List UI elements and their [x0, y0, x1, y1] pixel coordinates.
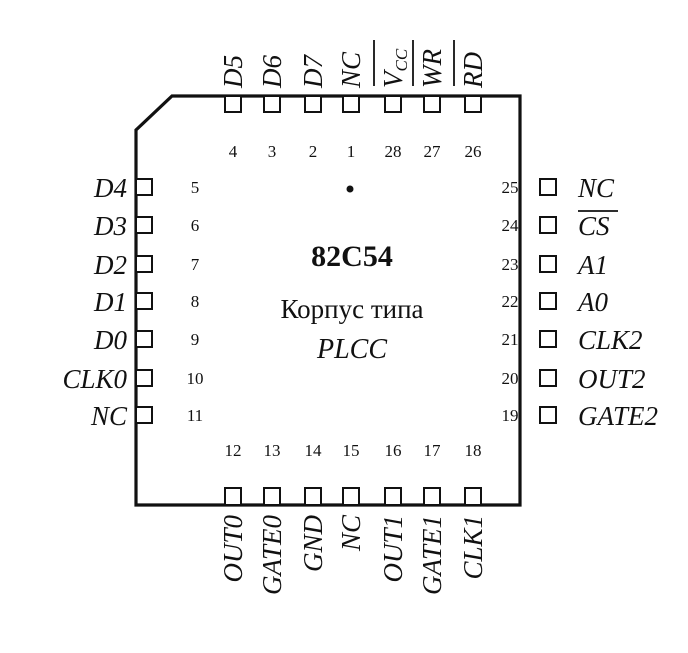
pad-left-pin-8 [135, 292, 153, 310]
pad-left-pin-9 [135, 330, 153, 348]
pin-label-d6-3: D6 [257, 55, 287, 89]
pin-number-10: 10 [187, 369, 204, 388]
pin-label-d4-5: D4 [93, 173, 127, 203]
pad-top-pin-28 [384, 95, 402, 113]
pin-number-3: 3 [268, 142, 277, 161]
pin-label-rd-26: RD [458, 52, 488, 89]
package-type: PLCC [316, 334, 387, 365]
pad-bottom-pin-17 [423, 487, 441, 506]
pin-number-24: 24 [502, 216, 520, 235]
pin-number-4: 4 [229, 142, 238, 161]
pin-number-26: 26 [465, 142, 482, 161]
pin-label-clk1-18: CLK1 [458, 515, 488, 580]
pad-top-pin-2 [304, 95, 322, 113]
pin-number-22: 22 [502, 292, 519, 311]
pad-right-pin-21 [539, 330, 557, 348]
pin-label-d5-4: D5 [218, 55, 248, 89]
pad-top-pin-1 [342, 95, 360, 113]
pad-right-pin-19 [539, 406, 557, 424]
pad-right-pin-20 [539, 369, 557, 387]
pad-bottom-pin-14 [304, 487, 322, 506]
pin-label-wr-27: WR [417, 49, 447, 88]
pin-number-28: 28 [385, 142, 402, 161]
pad-right-pin-25 [539, 178, 557, 196]
pin-number-21: 21 [502, 330, 519, 349]
pad-right-pin-24 [539, 216, 557, 234]
pin-number-19: 19 [502, 406, 519, 425]
pad-bottom-pin-16 [384, 487, 402, 506]
pin-number-14: 14 [305, 441, 323, 460]
pin-label-d0-9: D0 [93, 325, 127, 355]
pin-number-9: 9 [191, 330, 200, 349]
pin-label-a1-23: A1 [576, 250, 608, 280]
chip-title: 82C54 [311, 240, 393, 273]
pad-bottom-pin-13 [263, 487, 281, 506]
pin-label-a0-22: A0 [576, 287, 608, 317]
pin-label-out1-16: OUT1 [378, 515, 408, 583]
pad-left-pin-5 [135, 178, 153, 196]
pad-left-pin-11 [135, 406, 153, 424]
pin-label-nc-11: NC [90, 401, 128, 431]
pin-number-23: 23 [502, 255, 519, 274]
pin-number-18: 18 [465, 441, 482, 460]
pin-number-17: 17 [424, 441, 442, 460]
pin-label-gate0-13: GATE0 [257, 515, 287, 595]
pin-number-12: 12 [225, 441, 242, 460]
pad-right-pin-22 [539, 292, 557, 310]
pin-label-d1-8: D1 [93, 287, 127, 317]
pin-number-5: 5 [191, 178, 200, 197]
pad-left-pin-10 [135, 369, 153, 387]
pin-label-gate1-17: GATE1 [417, 515, 447, 595]
pin-number-1: 1 [347, 142, 356, 161]
pin-number-13: 13 [264, 441, 281, 460]
pad-top-pin-26 [464, 95, 482, 113]
pin-number-6: 6 [191, 216, 200, 235]
pin-label-clk2-21: CLK2 [578, 325, 643, 355]
pad-left-pin-6 [135, 216, 153, 234]
pad-top-pin-3 [263, 95, 281, 113]
pin-number-16: 16 [385, 441, 402, 460]
pin-label-d2-7: D2 [93, 250, 127, 280]
pin-number-20: 20 [502, 369, 519, 388]
pin-number-2: 2 [309, 142, 318, 161]
pins-layer: 4D53D62D71NC28VCC27WR26RD5D46D37D28D19D0… [62, 40, 658, 595]
pin-label-gnd-14: GND [298, 515, 328, 573]
pin-label-nc-15: NC [336, 514, 366, 552]
pin-label-d3-6: D3 [93, 211, 127, 241]
pad-bottom-pin-18 [464, 487, 482, 506]
pin-number-7: 7 [191, 255, 200, 274]
pin-label-nc-25: NC [577, 173, 615, 203]
pad-left-pin-7 [135, 255, 153, 273]
pad-top-pin-27 [423, 95, 441, 113]
pin-label-cs-24: CS [578, 211, 610, 241]
pin-label-gate2-19: GATE2 [578, 401, 658, 431]
pin-label-clk0-10: CLK0 [62, 364, 127, 394]
pin-label-d7-2: D7 [298, 54, 328, 89]
pin-label-out0-12: OUT0 [218, 515, 248, 583]
package-label: Корпус типа [280, 294, 423, 324]
pin-number-25: 25 [502, 178, 519, 197]
pin1-marker-dot [346, 185, 354, 193]
pin-number-8: 8 [191, 292, 200, 311]
pad-bottom-pin-12 [224, 487, 242, 506]
pin-number-27: 27 [424, 142, 442, 161]
pad-right-pin-23 [539, 255, 557, 273]
chip-body [134, 94, 522, 507]
pad-bottom-pin-15 [342, 487, 360, 506]
pad-top-pin-4 [224, 95, 242, 113]
pin-label-nc-1: NC [336, 51, 366, 89]
pin-number-15: 15 [343, 441, 360, 460]
pin-label-out2-20: OUT2 [578, 364, 646, 394]
pin-label-vcc-28: VCC [378, 48, 411, 88]
pin-number-11: 11 [187, 406, 203, 425]
